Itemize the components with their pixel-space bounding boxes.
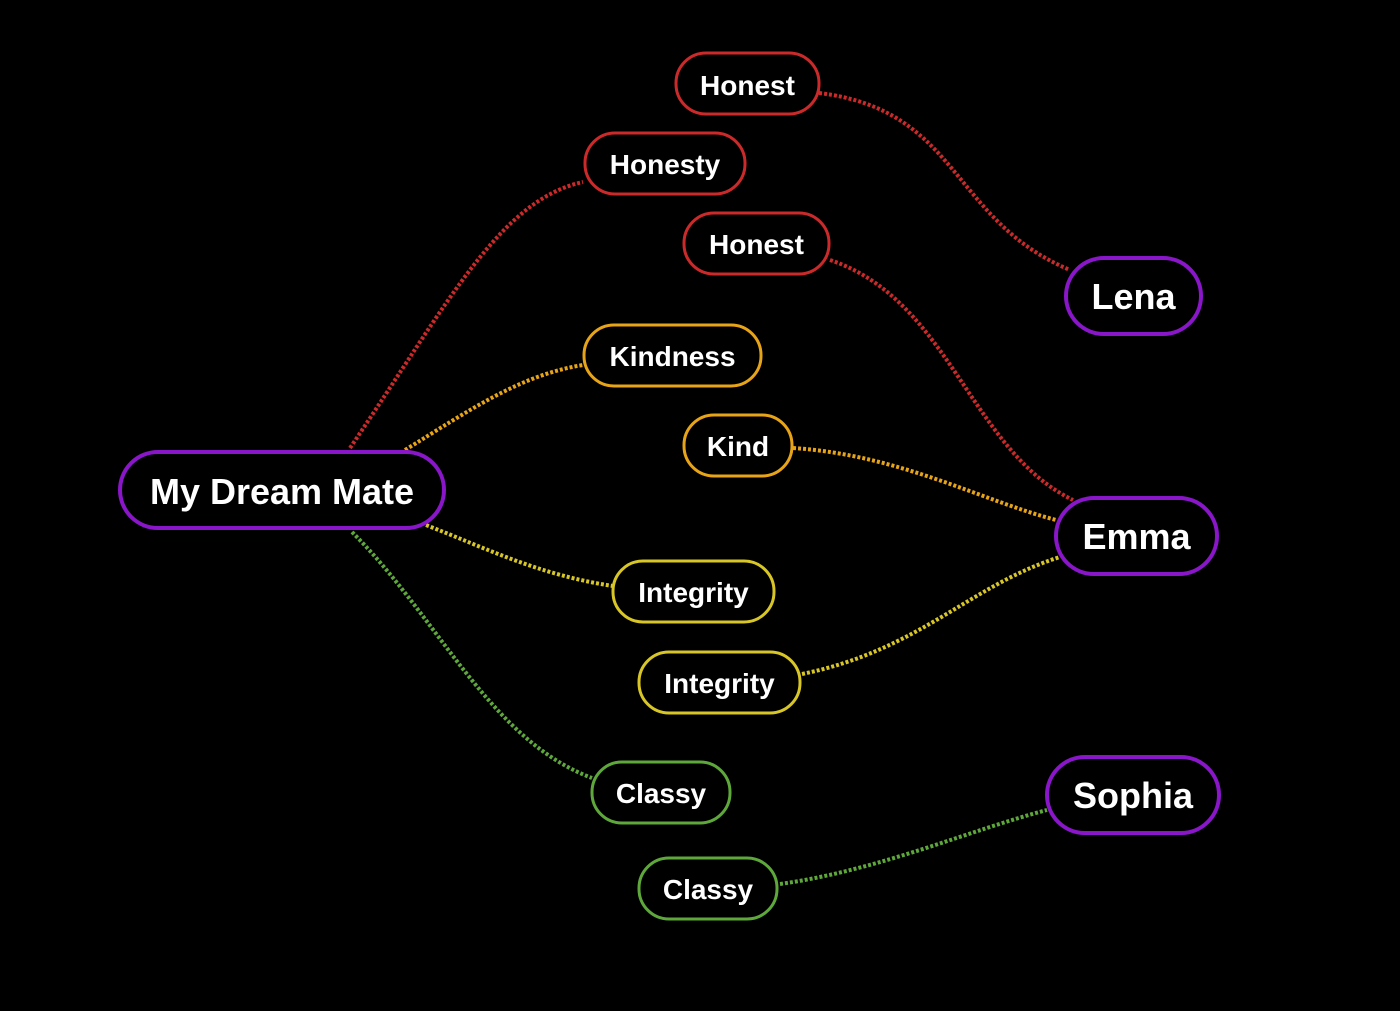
node-my-dream-mate-border: [118, 450, 446, 530]
node-classy-2-border: [637, 856, 779, 921]
node-integrity-2[interactable]: Integrity: [637, 650, 802, 715]
link-integrity-emma: [801, 555, 1061, 676]
node-kind-label: Kind: [707, 431, 769, 462]
nodes-layer: My Dream Mate Honest Honesty Honest Kind…: [118, 51, 1221, 921]
node-integrity-1-border: [611, 559, 776, 624]
node-classy-1[interactable]: Classy: [590, 760, 732, 825]
node-lena[interactable]: Lena: [1064, 256, 1203, 336]
node-honest-2[interactable]: Honest: [682, 211, 831, 276]
node-honesty[interactable]: Honesty: [583, 131, 747, 196]
node-honesty-label: Honesty: [610, 149, 721, 180]
node-honest-2-border: [682, 211, 831, 276]
link-kind-emma: [792, 446, 1057, 522]
node-sophia-label: Sophia: [1073, 775, 1194, 816]
node-classy-1-label: Classy: [616, 778, 707, 809]
link-root-kindness: [403, 363, 584, 452]
node-classy-2-label: Classy: [663, 874, 754, 905]
node-honest-2-label: Honest: [709, 229, 804, 260]
node-integrity-1-label: Integrity: [638, 577, 749, 608]
node-kindness[interactable]: Kindness: [582, 323, 763, 388]
node-my-dream-mate-label: My Dream Mate: [150, 471, 414, 512]
node-classy-1-border: [590, 760, 732, 825]
node-integrity-2-border: [637, 650, 802, 715]
node-sophia-border: [1045, 755, 1221, 835]
node-honesty-border: [583, 131, 747, 196]
node-classy-2[interactable]: Classy: [637, 856, 779, 921]
node-my-dream-mate[interactable]: My Dream Mate: [118, 450, 446, 530]
node-integrity-2-label: Integrity: [664, 668, 775, 699]
link-root-integrity: [425, 523, 614, 588]
node-emma-label: Emma: [1082, 516, 1191, 557]
link-classy-sophia: [779, 808, 1048, 886]
link-honest-lena: [818, 91, 1071, 272]
node-kindness-label: Kindness: [609, 341, 735, 372]
node-honest-1-border: [674, 51, 821, 116]
link-honest-emma: [829, 258, 1074, 502]
node-lena-label: Lena: [1091, 276, 1176, 317]
node-honest-1[interactable]: Honest: [674, 51, 821, 116]
link-root-classy: [350, 530, 593, 780]
node-sophia[interactable]: Sophia: [1045, 755, 1221, 835]
node-kind-border: [682, 413, 794, 478]
node-kind[interactable]: Kind: [682, 413, 794, 478]
link-root-honesty: [348, 180, 584, 450]
node-honest-1-label: Honest: [700, 70, 795, 101]
node-integrity-1[interactable]: Integrity: [611, 559, 776, 624]
node-emma[interactable]: Emma: [1054, 496, 1219, 576]
node-emma-border: [1054, 496, 1219, 576]
links-layer: [348, 91, 1074, 886]
node-kindness-border: [582, 323, 763, 388]
node-lena-border: [1064, 256, 1203, 336]
